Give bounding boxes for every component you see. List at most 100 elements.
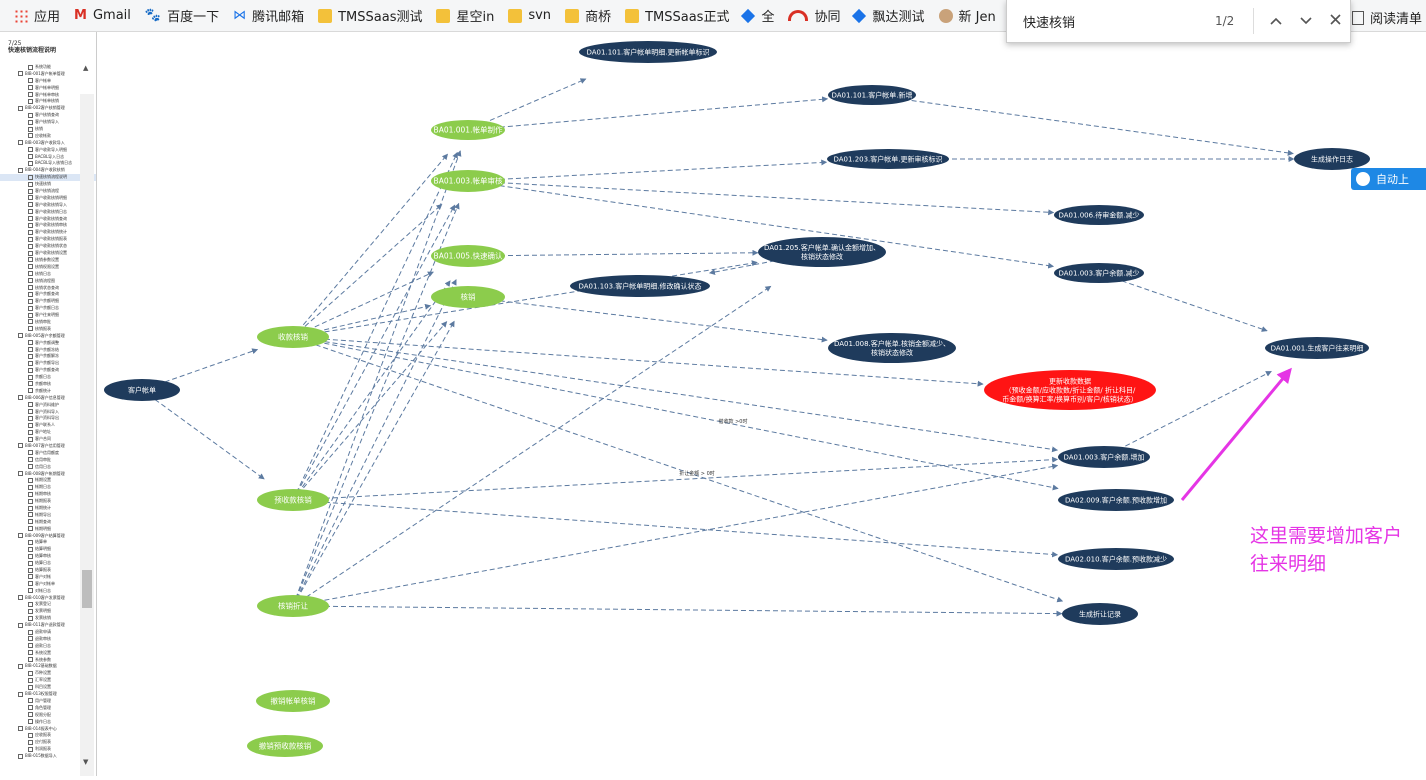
sidebar-tree-item[interactable]: 客户收款导入明细 (0, 147, 96, 154)
tree-toggle-icon[interactable] (28, 629, 33, 635)
sidebar-tree-item[interactable]: 客户收款核销查询 (0, 216, 96, 223)
tree-toggle-icon[interactable] (28, 285, 33, 290)
tree-toggle-icon[interactable] (28, 684, 33, 690)
bookmark-tmssaas-test[interactable]: TMSSaas测试 (318, 6, 422, 25)
cloud-widget[interactable]: 自动上 (1351, 168, 1426, 190)
diagram-node[interactable]: DA01.101.客户帐单.新增 (828, 85, 916, 105)
tree-toggle-icon[interactable] (28, 298, 33, 304)
tree-toggle-icon[interactable] (28, 160, 33, 166)
sidebar-tree-item[interactable]: 帐期审核 (0, 491, 96, 498)
sidebar-tree-item[interactable]: 帐期明细 (0, 526, 96, 533)
sidebar-tree-item[interactable]: 客户帐单核销 (0, 98, 96, 105)
bookmark-shangqiao[interactable]: 商桥 (565, 6, 611, 25)
sidebar-tree-item[interactable]: 核销日志 (0, 271, 96, 278)
sidebar-tree-item[interactable]: 利润报表 (0, 746, 96, 753)
tree-toggle-icon[interactable] (28, 588, 33, 594)
tree-toggle-icon[interactable] (28, 291, 33, 297)
bookmark-xietong[interactable]: 协同 (788, 6, 840, 25)
sidebar-tree-item[interactable]: 核销参数设置 (0, 257, 96, 264)
tree-toggle-icon[interactable] (28, 119, 33, 125)
sidebar-tree-item[interactable]: BIB-014报表中心 (0, 726, 96, 733)
sidebar-tree-item[interactable]: 系统设置 (0, 650, 96, 657)
sidebar-tree-item[interactable]: 客户资料导入 (0, 409, 96, 416)
tree-toggle-icon[interactable] (28, 181, 33, 187)
sidebar-tree-item[interactable]: 帐期日志 (0, 484, 96, 491)
find-prev-button[interactable] (1262, 13, 1291, 29)
sidebar-tree-item[interactable]: 结算单 (0, 539, 96, 546)
scroll-up-icon[interactable]: ▲ (83, 64, 89, 72)
sidebar-scrollbar[interactable] (80, 94, 94, 776)
tree-toggle-icon[interactable] (28, 353, 33, 359)
sidebar-tree-item[interactable]: 帐期统计 (0, 505, 96, 512)
tree-toggle-icon[interactable] (28, 126, 33, 132)
tree-toggle-icon[interactable] (18, 622, 23, 628)
sidebar-tree-item[interactable]: BACBL导入核销日志 (0, 160, 96, 167)
diagram-node[interactable]: DA01.103.客户帐单明细.修改确认状态 (570, 275, 710, 297)
sidebar-tree-item[interactable]: 操作日志 (0, 719, 96, 726)
sidebar-tree-item[interactable]: 客户余额查询 (0, 291, 96, 298)
sidebar-tree-item[interactable]: 帐期设置 (0, 477, 96, 484)
sidebar-tree-item[interactable]: 系统参数 (0, 657, 96, 664)
tree-toggle-icon[interactable] (28, 271, 33, 277)
sidebar-tree-item[interactable]: BIB-015数据导入 (0, 753, 96, 760)
diagram-node[interactable]: DA01.003.客户余额.增加 (1058, 446, 1150, 468)
tree-toggle-icon[interactable] (28, 519, 33, 525)
sidebar-tree-item[interactable]: 客户资料维护 (0, 402, 96, 409)
tree-toggle-icon[interactable] (28, 560, 33, 566)
sidebar-tree-item[interactable]: 核销状态查询 (0, 285, 96, 292)
tree-toggle-icon[interactable] (28, 347, 33, 353)
sidebar-tree-item[interactable]: 退款日志 (0, 643, 96, 650)
tree-toggle-icon[interactable] (28, 705, 33, 711)
sidebar-tree-item[interactable]: 客户帐单明细 (0, 85, 96, 92)
diagram-node[interactable]: 核销折让 (257, 595, 329, 617)
tree-toggle-icon[interactable] (18, 595, 23, 601)
sidebar-tree-item[interactable]: 核销 (0, 126, 96, 133)
tree-toggle-icon[interactable] (28, 360, 33, 366)
sidebar-tree-item[interactable]: 帐期报表 (0, 498, 96, 505)
tree-toggle-icon[interactable] (28, 133, 33, 139)
tree-toggle-icon[interactable] (28, 312, 33, 318)
tree-toggle-icon[interactable] (28, 422, 33, 428)
scroll-down-icon[interactable]: ▼ (83, 758, 89, 766)
sidebar-tree-item[interactable]: BIB-005客户余额管理 (0, 333, 96, 340)
sidebar-tree-item[interactable]: 客户收款核销审核 (0, 222, 96, 229)
sidebar-tree-item[interactable]: 客户余额调整 (0, 340, 96, 347)
tree-toggle-icon[interactable] (28, 553, 33, 559)
sidebar-scroll-thumb[interactable] (82, 570, 92, 608)
sidebar-tree-item[interactable]: 发票核销 (0, 615, 96, 622)
sidebar-tree-item[interactable]: 结算明细 (0, 546, 96, 553)
sidebar-tree-item[interactable]: BIB-002客户核销管理 (0, 105, 96, 112)
diagram-node[interactable]: DA01.101.客户帐单明细.更新帐单标识 (579, 41, 717, 63)
tree-toggle-icon[interactable] (28, 409, 33, 415)
tree-toggle-icon[interactable] (28, 670, 33, 676)
tree-toggle-icon[interactable] (28, 257, 33, 263)
sidebar-tree-item[interactable]: 客户收款核销导入 (0, 202, 96, 209)
sidebar-tree-item[interactable]: 汇率设置 (0, 677, 96, 684)
diagram-node[interactable]: 预收款核销 (257, 489, 329, 511)
bookmark-quan[interactable]: 全 (741, 6, 774, 25)
diagram-node[interactable]: DA02.010.客户余额.预收款减少 (1058, 548, 1174, 570)
sidebar-tree-item[interactable]: 快速核销 (0, 181, 96, 188)
bookmark-baidu[interactable]: 🐾百度一下 (145, 6, 219, 25)
tree-toggle-icon[interactable] (28, 732, 33, 738)
sidebar-tree-item[interactable]: 发票登记 (0, 601, 96, 608)
sidebar-tree-item[interactable]: 核销审批 (0, 319, 96, 326)
diagram-node[interactable]: DA01.003.客户余额.减少 (1054, 263, 1144, 283)
sidebar-tree-item[interactable]: 客户余额冻结 (0, 347, 96, 354)
sidebar-tree-item[interactable]: 角色管理 (0, 705, 96, 712)
sidebar-tree-item[interactable]: 客户余额导出 (0, 360, 96, 367)
sidebar-tree-item[interactable]: 系统功能 (0, 64, 96, 71)
sidebar-tree-item[interactable]: 余额审核 (0, 381, 96, 388)
tree-toggle-icon[interactable] (18, 140, 23, 146)
tree-toggle-icon[interactable] (28, 209, 33, 215)
diagram-node[interactable]: 客户帐单 (104, 379, 180, 401)
tree-toggle-icon[interactable] (28, 450, 33, 456)
sidebar-tree-item[interactable]: 客户帐单 (0, 78, 96, 85)
sidebar-tree-item[interactable]: BIB-001客户帐单管理 (0, 71, 96, 78)
diagram-node[interactable]: 生成折让记录 (1062, 603, 1138, 625)
sidebar-tree-item[interactable]: 核销流程图 (0, 278, 96, 285)
tree-toggle-icon[interactable] (28, 381, 33, 387)
tree-toggle-icon[interactable] (28, 98, 33, 104)
tree-toggle-icon[interactable] (28, 650, 33, 656)
